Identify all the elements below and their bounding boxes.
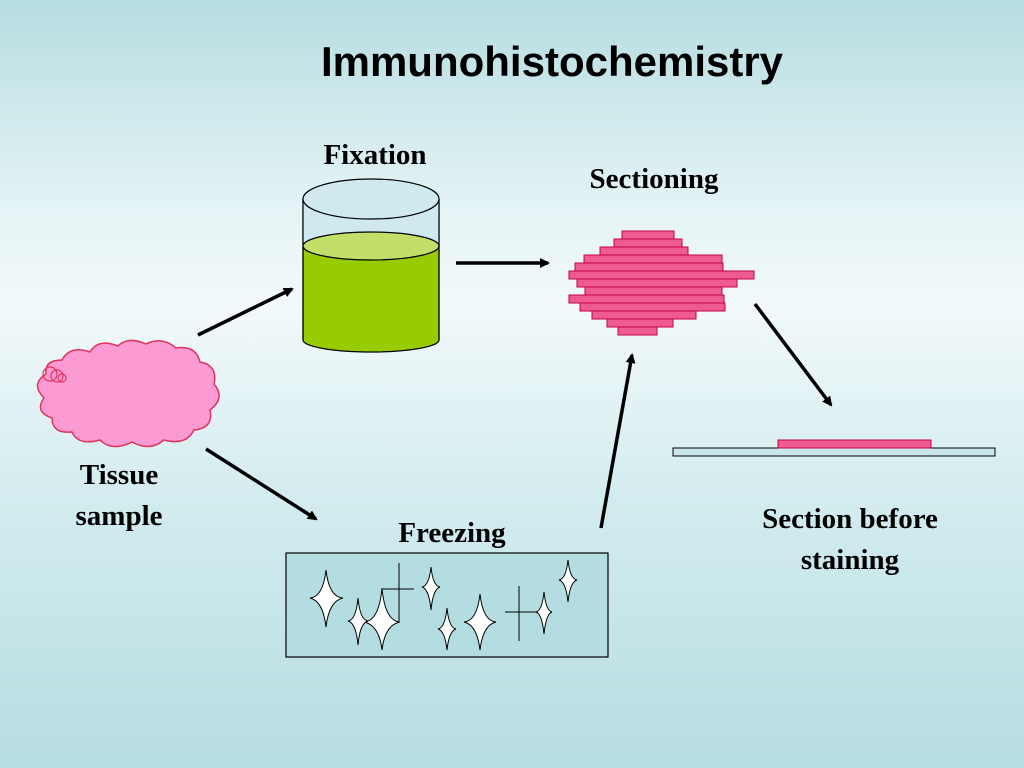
- arrows: [197, 258, 833, 529]
- tissue-blob-icon: [36, 339, 220, 448]
- arrow-tissue-to-fixation: [197, 287, 294, 337]
- tissue-sample-label-line1: Tissue: [80, 459, 159, 491]
- tissue-sample-label-line2: sample: [76, 500, 163, 532]
- fixation-label: Fixation: [323, 139, 426, 171]
- section-before-staining-label-line2: staining: [801, 544, 900, 576]
- arrow-sectioning-to-slide: [753, 302, 833, 407]
- ice-crystal-icon: [309, 559, 578, 651]
- freezer-box-icon: [285, 552, 609, 658]
- page-title: Immunohistochemistry: [321, 38, 784, 85]
- arrow-tissue-to-freezing: [205, 447, 318, 521]
- section-before-staining-label-line1: Section before: [762, 503, 938, 535]
- freezing-label: Freezing: [398, 517, 506, 549]
- sectioning-label: Sectioning: [590, 163, 719, 195]
- arrow-freezing-to-sectioning: [599, 353, 636, 529]
- section-stack-icon: [568, 230, 755, 336]
- beaker-icon: [302, 178, 440, 353]
- microscope-slide-icon: [672, 439, 996, 457]
